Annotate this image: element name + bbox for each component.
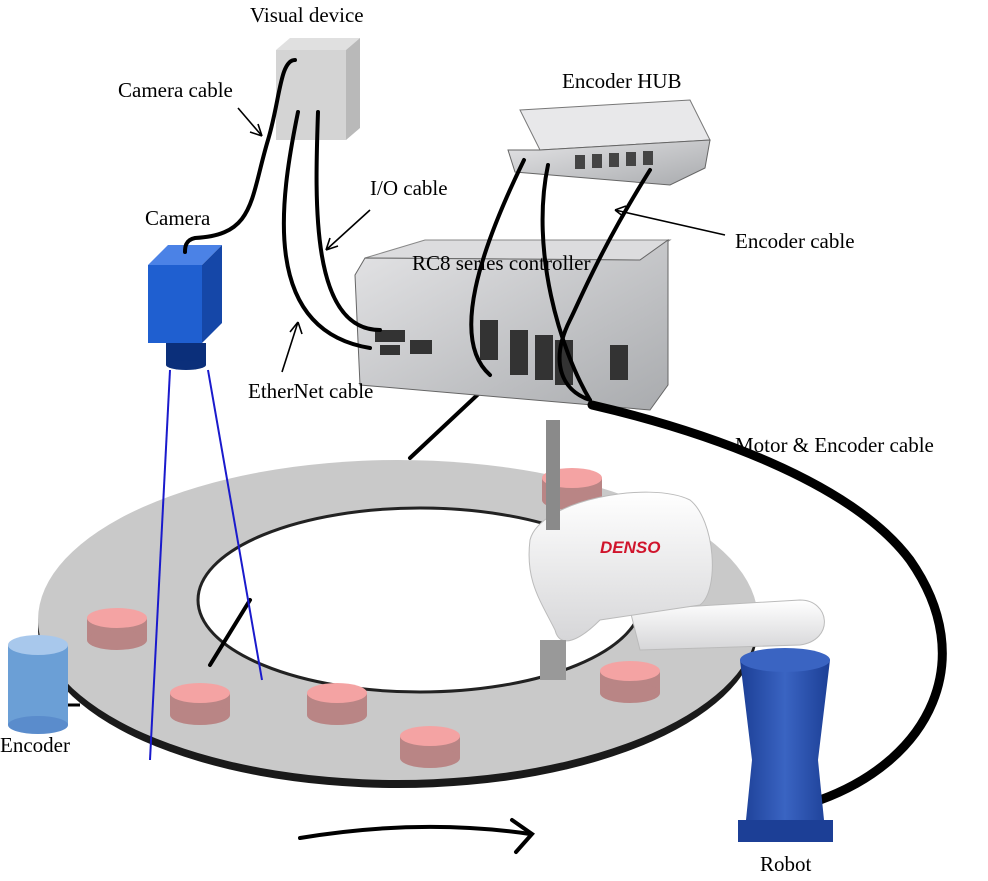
label-pointers	[237, 107, 726, 373]
robot: DENSO	[528, 420, 833, 842]
label-io-cable: I/O cable	[370, 176, 448, 200]
encoder	[8, 635, 80, 734]
cables	[183, 58, 947, 805]
encoder-cable	[557, 168, 652, 402]
label-rc8-controller: RC8 series controller	[412, 251, 590, 275]
workpiece	[87, 608, 147, 650]
label-camera-cable: Camera cable	[118, 78, 233, 102]
label-encoder-cable: Encoder cable	[735, 229, 855, 253]
camera	[148, 245, 222, 370]
camera-field-of-view	[149, 369, 263, 761]
hub-controller-cable	[469, 158, 526, 377]
label-encoder: Encoder	[0, 733, 70, 757]
workpiece	[307, 683, 367, 725]
label-camera: Camera	[145, 206, 211, 230]
label-ethernet-cable: EtherNet cable	[248, 379, 373, 403]
label-encoder-hub: Encoder HUB	[562, 69, 682, 93]
denso-logo: DENSO	[600, 538, 660, 557]
workpiece	[170, 683, 230, 725]
label-visual-device: Visual device	[250, 3, 364, 27]
label-motor-encoder-cable: Motor & Encoder cable	[735, 433, 934, 457]
rotation-direction-arrow	[298, 818, 535, 854]
camera-cable	[183, 58, 297, 254]
workpiece	[400, 726, 460, 768]
encoder-hub	[507, 99, 711, 186]
label-robot: Robot	[760, 852, 812, 876]
ring-inner-cable	[208, 598, 252, 667]
workpiece	[600, 661, 660, 703]
hub-controller-cable-2	[540, 163, 592, 402]
io-cable	[314, 110, 382, 332]
ethernet-cable	[281, 110, 372, 350]
motor-encoder-cable	[587, 400, 947, 805]
